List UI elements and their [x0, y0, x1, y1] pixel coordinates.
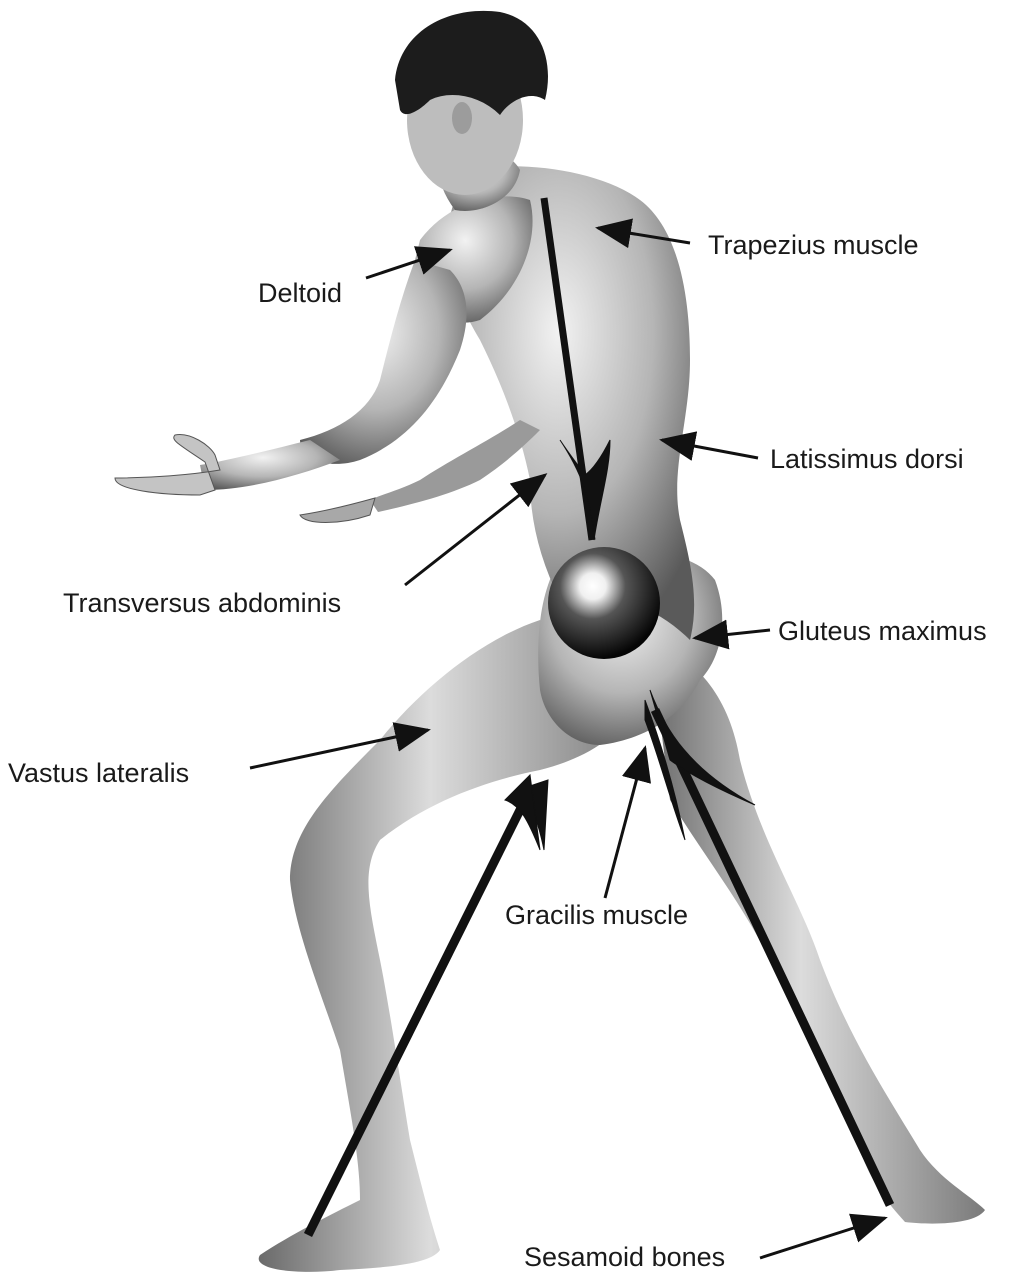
label-vastus: Vastus lateralis	[8, 760, 189, 787]
label-transversus: Transversus abdominis	[63, 590, 341, 617]
pelvis-ball	[548, 547, 660, 659]
label-deltoid: Deltoid	[258, 280, 342, 307]
far-hand	[300, 498, 375, 523]
forearm	[200, 440, 340, 490]
label-gluteus: Gluteus maximus	[778, 618, 987, 645]
label-gracilis: Gracilis muscle	[505, 902, 688, 929]
ear	[452, 102, 472, 134]
label-trapezius: Trapezius muscle	[708, 232, 919, 259]
back-leg	[650, 640, 985, 1224]
label-sesamoid: Sesamoid bones	[524, 1244, 725, 1271]
label-latissimus: Latissimus dorsi	[770, 446, 964, 473]
